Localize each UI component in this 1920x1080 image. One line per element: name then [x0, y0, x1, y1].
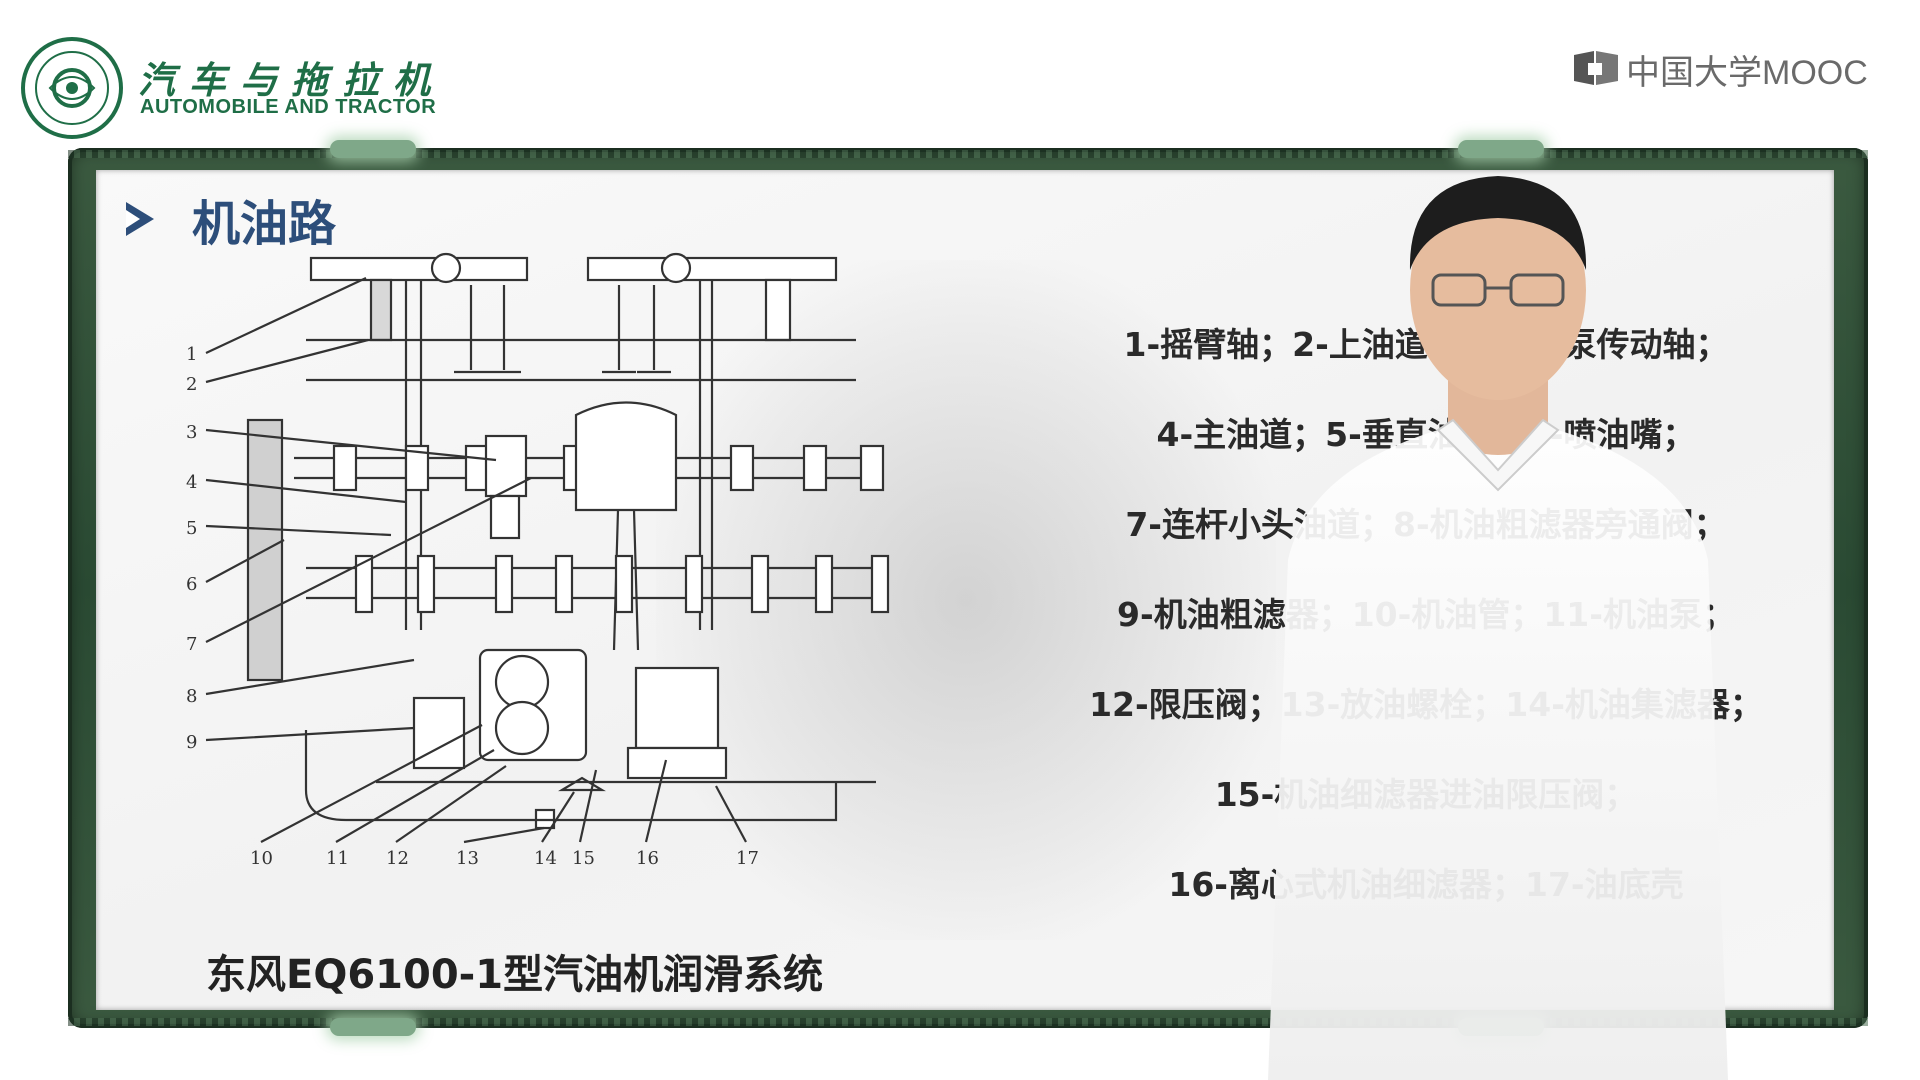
part-label: 11	[326, 848, 349, 869]
part-label: 2	[186, 374, 197, 395]
board-clip	[1458, 140, 1544, 158]
course-title-en: AUTOMOBILE AND TRACTOR	[140, 96, 437, 118]
presenter-figure	[1268, 176, 1728, 1080]
part-label: 4	[186, 472, 197, 493]
part-label: 1	[186, 344, 197, 365]
board-clip	[330, 1018, 416, 1036]
diagram-caption: 东风EQ6100-1型汽油机润滑系统	[206, 952, 824, 998]
platform-name: 中国大学MOOC	[1626, 53, 1868, 92]
part-label: 3	[186, 422, 197, 443]
part-label: 14	[534, 848, 557, 869]
part-label: 17	[736, 848, 759, 869]
emblem-seal-icon	[21, 37, 123, 139]
mooc-book-icon	[1574, 51, 1618, 85]
part-label: 15	[572, 848, 595, 869]
part-label: 12	[386, 848, 409, 869]
part-label: 8	[186, 686, 197, 707]
header: 汽车与拖拉机 AUTOMOBILE AND TRACTOR 中国大学MOOC	[0, 0, 1920, 145]
mooc-logo: 中国大学MOOC	[1572, 46, 1868, 92]
lubrication-system-diagram: 1 2 3 4 5 6 7 8 9 10 11 12 13 14 15 16 1…	[186, 252, 890, 869]
board-clip	[330, 140, 416, 158]
course-title-cn: 汽车与拖拉机	[138, 58, 444, 102]
part-label: 13	[456, 848, 479, 869]
part-label: 16	[636, 848, 659, 869]
part-label: 6	[186, 574, 197, 595]
part-label: 5	[186, 518, 197, 539]
part-label: 7	[186, 634, 197, 655]
bullet-arrow-icon	[126, 202, 154, 236]
part-label: 9	[186, 732, 197, 753]
part-label: 10	[250, 848, 273, 869]
section-title: 机油路	[192, 196, 337, 252]
